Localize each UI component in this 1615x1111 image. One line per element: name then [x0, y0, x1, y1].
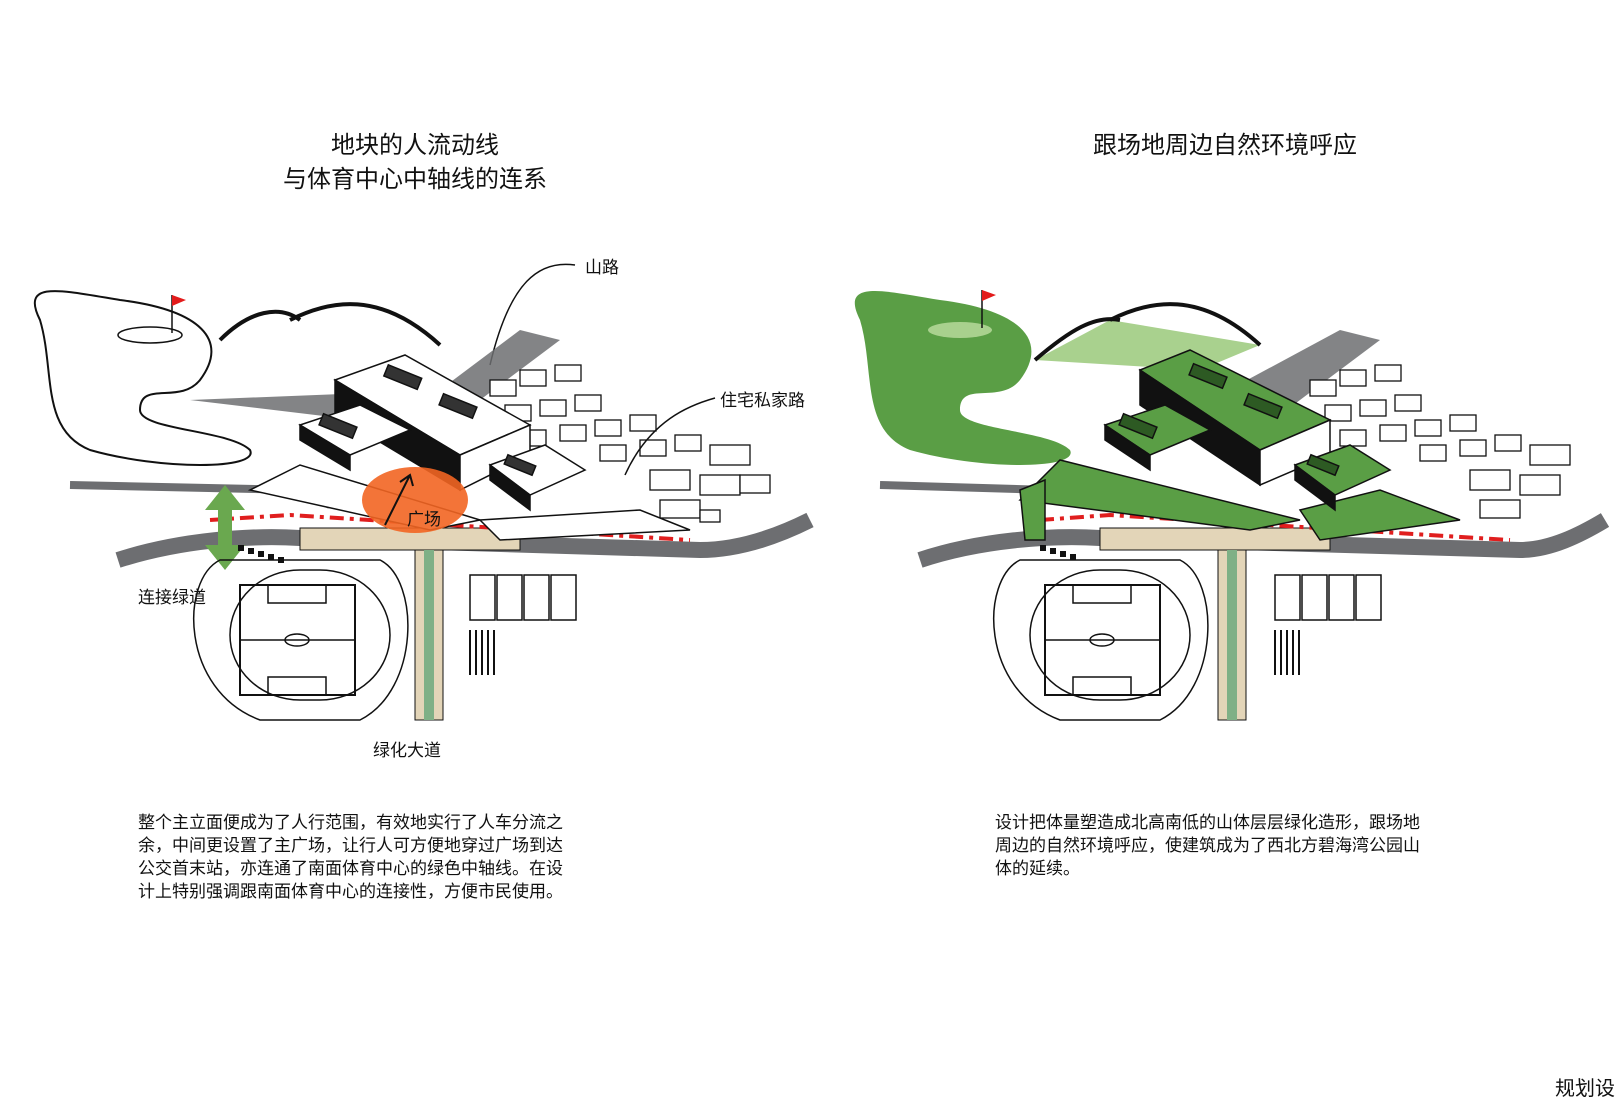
plaza-arrow-icon [384, 473, 414, 526]
private-road-leader [624, 397, 716, 476]
label-plaza: 广场 [407, 510, 441, 530]
golf-green [117, 326, 183, 344]
stadium-track [193, 559, 409, 721]
green-mountain [1035, 320, 1260, 370]
right-site-diagram [854, 290, 1610, 721]
stadium-track-right [993, 559, 1209, 721]
golf-green-light [928, 322, 992, 338]
mountain-road-leader [489, 263, 576, 366]
right-caption-line1: 设计把体量塑造成北高南低的山体层层绿化造形，跟场地 [995, 813, 1420, 833]
avenue-crossing-right [1099, 527, 1331, 551]
label-private-road: 住宅私家路 [720, 391, 805, 411]
label-greenway: 连接绿道 [138, 588, 206, 608]
right-caption: 设计把体量塑造成北高南低的山体层层绿化造形，跟场地 周边的自然环境呼应，使建筑成… [995, 812, 1535, 881]
golf-flag-icon [172, 295, 186, 306]
mountain-ridge-2 [289, 302, 442, 347]
left-title-line2: 与体育中心中轴线的连系 [283, 165, 547, 193]
left-caption: 整个主立面便成为了人行范围，有效地实行了人车分流之 余，中间更设置了主广场，让行… [138, 812, 678, 904]
left-title-line1: 地块的人流动线 [331, 131, 499, 159]
courts [469, 574, 577, 621]
corner-label: 规划设 [1555, 1076, 1615, 1100]
left-caption-line2: 余，中间更设置了主广场，让行人可方便地穿过广场到达 [138, 836, 563, 856]
mountain-ridge-1 [218, 309, 302, 342]
right-title: 跟场地周边自然环境呼应 [1093, 131, 1357, 159]
main-road-right [917, 513, 1610, 568]
golf-flag-icon-right [982, 290, 996, 301]
right-caption-line2: 周边的自然环境呼应，使建筑成为了西北方碧海湾公园山 [995, 836, 1420, 856]
residential-blocks-right [1309, 364, 1571, 519]
green-roof-building [1018, 349, 1461, 541]
right-caption-line3: 体的延续。 [995, 859, 1080, 879]
stadium-outer [229, 569, 391, 701]
left-title: 地块的人流动线 与体育中心中轴线的连系 [205, 128, 625, 196]
left-site-diagram [33, 263, 814, 721]
residential-blocks [489, 364, 771, 523]
label-green-avenue: 绿化大道 [373, 741, 441, 761]
golf-course-outline [33, 290, 252, 466]
left-caption-line4: 计上特别强调跟南面体育中心的连接性，方便市民使用。 [138, 882, 563, 902]
left-caption-line1: 整个主立面便成为了人行范围，有效地实行了人车分流之 [138, 813, 563, 833]
greenway-double-arrow-icon [205, 485, 245, 570]
parking-stripes [469, 630, 495, 675]
left-caption-line3: 公交首末站，亦连通了南面体育中心的绿色中轴线。在设 [138, 859, 563, 879]
label-mountain-road: 山路 [585, 258, 619, 278]
golf-course-green [854, 291, 1071, 465]
